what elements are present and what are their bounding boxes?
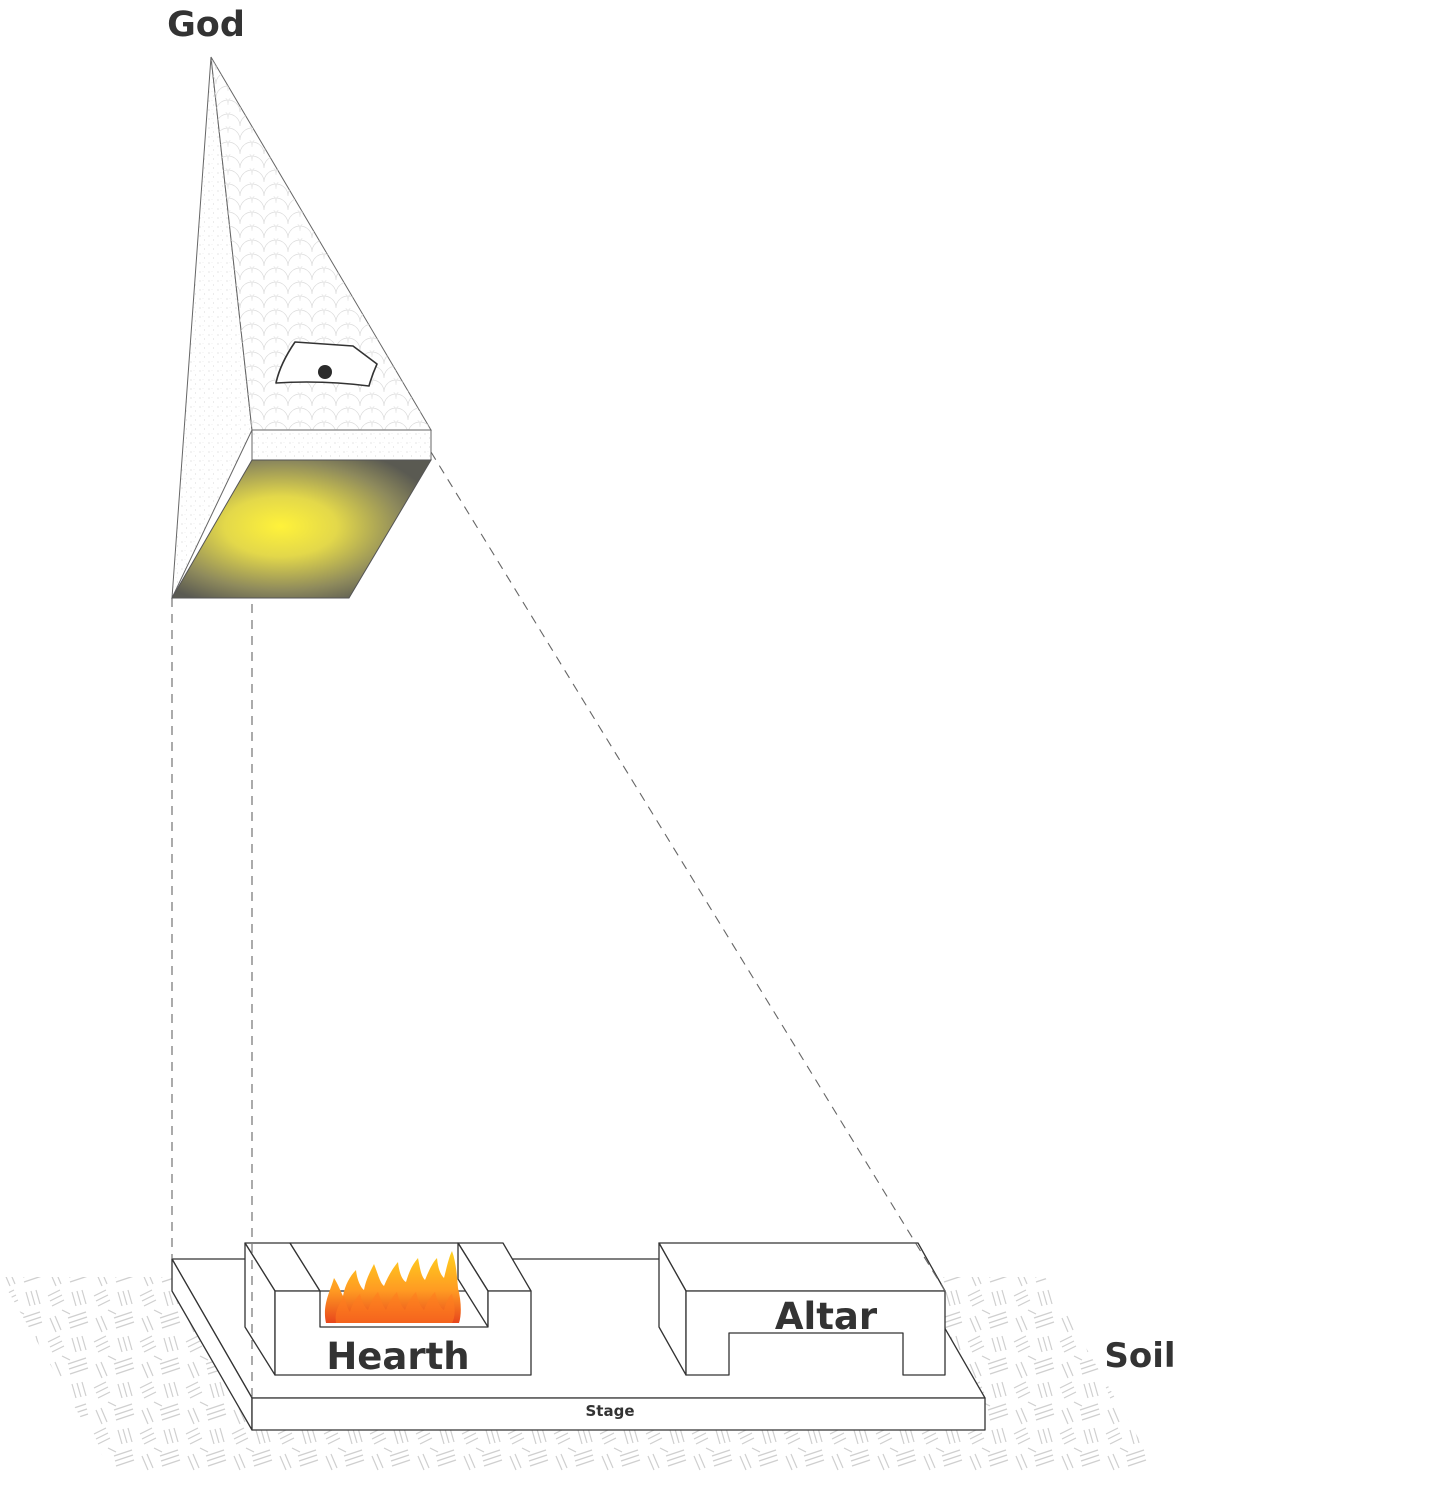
soil-label: Soil — [1104, 1336, 1175, 1376]
altar-label: Altar — [775, 1295, 878, 1338]
altar-block — [658, 1242, 946, 1376]
flame-icon — [324, 1251, 461, 1323]
projection-lines — [171, 451, 946, 1398]
stage-label: Stage — [585, 1402, 634, 1420]
god-label: God — [167, 5, 245, 45]
light-opening — [171, 459, 432, 599]
eye-icon — [275, 341, 378, 387]
god-pyramid — [171, 56, 432, 599]
hearth-label: Hearth — [326, 1335, 469, 1378]
